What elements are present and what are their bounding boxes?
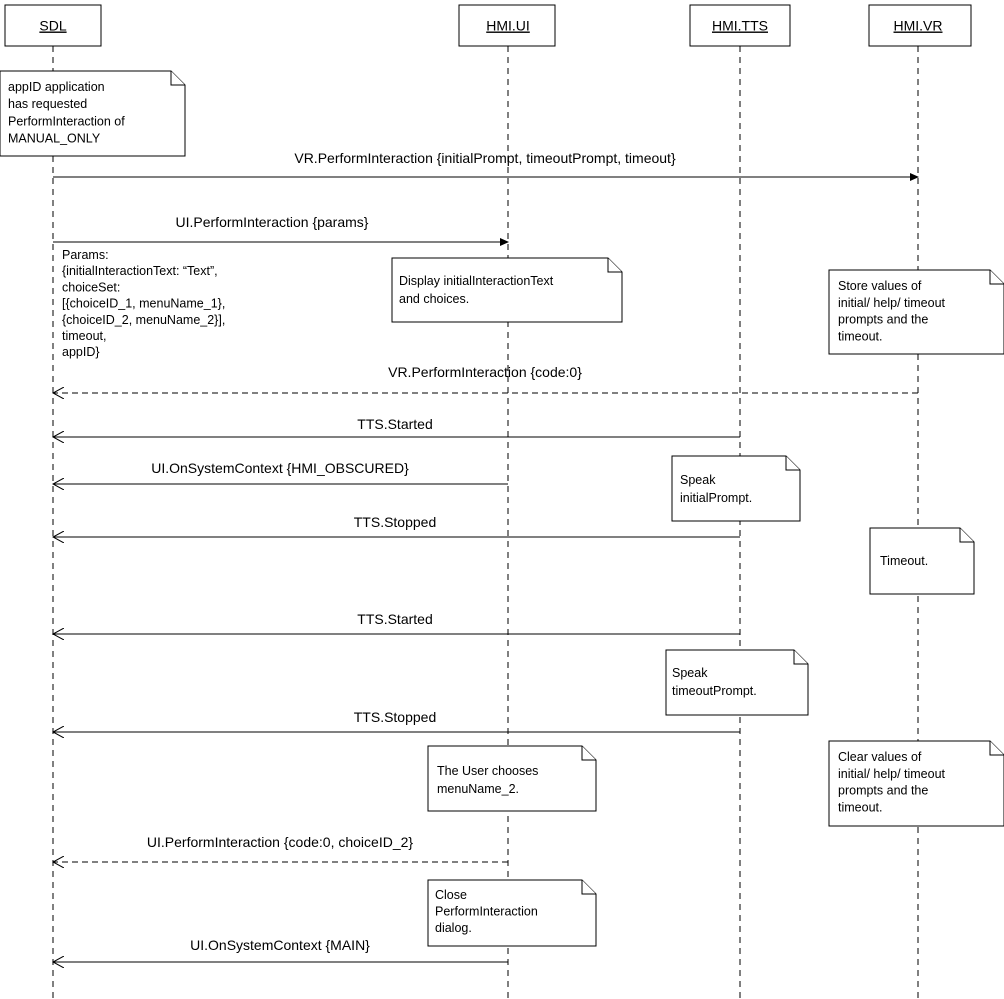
note-user-chooses-line: menuName_2. [437, 782, 519, 796]
note-store-line: initial/ help/ timeout [838, 296, 946, 310]
msg-vr-response: VR.PerformInteraction {code:0} [53, 364, 918, 393]
note-store-shape [828, 269, 1004, 355]
note-app-requested-line: MANUAL_ONLY [8, 132, 101, 146]
msg-ui-context-obscured: UI.OnSystemContext {HMI_OBSCURED} [53, 460, 508, 484]
note-speak-initial-shape [671, 455, 801, 522]
note-user-chooses-line: The User chooses [437, 764, 538, 778]
participant-sdl: SDL [4, 4, 102, 47]
note-app-requested-line: appID application [8, 80, 105, 94]
participant-box-sdl [4, 4, 102, 47]
note-display: Display initialInteractionText and choice… [391, 257, 623, 323]
note-timeout-shape [869, 527, 975, 595]
note-app-requested-fold [170, 71, 185, 86]
note-close-line: Close [435, 888, 467, 902]
msg-ui-response: UI.PerformInteraction {code:0, choiceID_… [53, 834, 508, 862]
msg-ui-perform: UI.PerformInteraction {params} [53, 214, 509, 246]
params-line: {initialInteractionText: “Text”, [62, 264, 218, 278]
note-speak-timeout-shape [665, 649, 809, 716]
note-user-chooses: The User chooses menuName_2. [427, 745, 597, 812]
note-app-requested-line: PerformInteraction of [8, 114, 125, 128]
note-display-shape [391, 257, 623, 323]
note-speak-timeout-fold [793, 650, 808, 665]
note-speak-initial-line: initialPrompt. [680, 491, 752, 505]
note-clear: Clear values of initial/ help/ timeout pro… [828, 740, 1004, 827]
participant-label-sdl: SDL [39, 18, 66, 34]
msg-ui-context-main: UI.OnSystemContext {MAIN} [53, 937, 508, 962]
params-line: Params: [62, 248, 109, 262]
params-line: choiceSet: [62, 280, 120, 294]
note-close-fold [581, 880, 596, 895]
note-app-requested: appID application has requestedPerformInt… [0, 70, 186, 157]
participant-ui: HMI.UI [458, 4, 556, 47]
note-store-line: prompts and the [838, 313, 928, 327]
note-app-requested-shape [0, 70, 186, 157]
msg-tts-started-1: TTS.Started [53, 416, 740, 437]
participant-vr: HMI.VR [868, 4, 972, 47]
note-clear-fold [989, 741, 1004, 756]
note-speak-initial-fold [785, 456, 800, 471]
msg-vr-perform: VR.PerformInteraction {initialPrompt, ti… [53, 150, 919, 181]
note-speak-timeout-line: Speak [672, 666, 708, 680]
note-store-line: Store values of [838, 279, 922, 293]
note-close-shape [427, 879, 597, 947]
note-store-fold [989, 270, 1004, 285]
note-store: Store values of initial/ help/ timeout pro… [828, 269, 1004, 355]
participant-label-ui: HMI.UI [486, 18, 530, 34]
msg-tts-stopped-1: TTS.Stopped [53, 514, 740, 537]
note-speak-timeout-line: timeoutPrompt. [672, 684, 757, 698]
participant-box-tts [689, 4, 791, 47]
msg-ui-perform-label: UI.PerformInteraction {params} [176, 214, 369, 230]
params-line: timeout, [62, 329, 106, 343]
note-speak-initial-line: Speak [680, 473, 716, 487]
note-timeout-line: Timeout. [880, 554, 928, 568]
participant-label-vr: HMI.VR [894, 18, 943, 34]
note-display-fold [607, 258, 622, 273]
note-timeout-fold [959, 528, 974, 543]
participant-box-vr [868, 4, 972, 47]
note-close-line: PerformInteraction [435, 905, 538, 919]
msg-ui-context-main-label: UI.OnSystemContext {MAIN} [190, 937, 370, 953]
params-line: appID} [62, 345, 100, 359]
note-display-line: Display initialInteractionText [399, 274, 554, 288]
note-app-requested-line: has requested [8, 97, 87, 111]
note-speak-timeout: Speak timeoutPrompt. [665, 649, 809, 716]
params-line: [{choiceID_1, menuName_1}, [62, 297, 225, 311]
msg-tts-started-2: TTS.Started [53, 611, 740, 634]
msg-ui-context-obscured-label: UI.OnSystemContext {HMI_OBSCURED} [151, 460, 409, 476]
note-clear-line: initial/ help/ timeout [838, 767, 946, 781]
note-clear-line: timeout. [838, 800, 882, 814]
msg-tts-stopped-2-label: TTS.Stopped [354, 709, 437, 725]
note-close-line: dialog. [435, 921, 472, 935]
note-store-line: timeout. [838, 329, 882, 343]
msg-tts-started-1-label: TTS.Started [357, 416, 432, 432]
msg-vr-response-label: VR.PerformInteraction {code:0} [388, 364, 582, 380]
note-clear-line: prompts and the [838, 784, 928, 798]
note-speak-initial: Speak initialPrompt. [671, 455, 801, 522]
msg-tts-started-2-label: TTS.Started [357, 611, 432, 627]
participant-label-tts: HMI.TTS [712, 18, 768, 34]
participant-box-ui [458, 4, 556, 47]
note-display-line: and choices. [399, 292, 469, 306]
note-user-chooses-fold [581, 746, 596, 761]
msg-vr-perform-label: VR.PerformInteraction {initialPrompt, ti… [294, 150, 676, 166]
msg-ui-response-label: UI.PerformInteraction {code:0, choiceID_… [147, 834, 413, 850]
params-block: Params: {initialInteractionText: “Text”, c… [62, 248, 225, 359]
msg-tts-stopped-1-label: TTS.Stopped [354, 514, 437, 530]
participant-tts: HMI.TTS [689, 4, 791, 47]
params-line: {choiceID_2, menuName_2}], [62, 313, 225, 327]
msg-tts-stopped-2: TTS.Stopped [53, 709, 740, 732]
note-user-chooses-shape [427, 745, 597, 812]
note-clear-line: Clear values of [838, 750, 922, 764]
note-timeout: Timeout. [869, 527, 975, 595]
note-clear-shape [828, 740, 1004, 827]
